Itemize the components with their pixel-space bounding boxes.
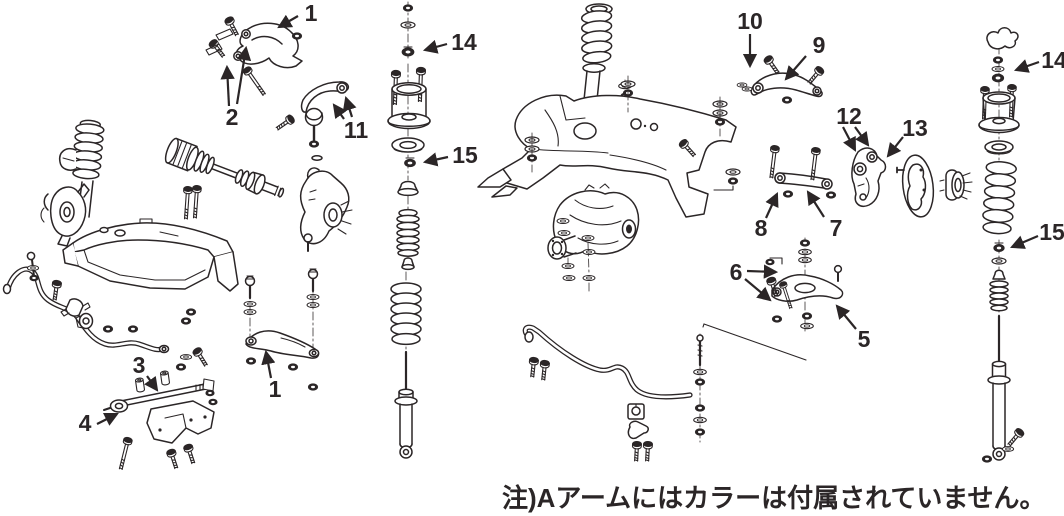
callout-2-bolts: 2 [220, 45, 252, 130]
rear-strut-spring [580, 3, 632, 105]
svg-text:12: 12 [836, 103, 862, 129]
svg-text:15: 15 [452, 142, 478, 168]
rear-hub [939, 169, 973, 201]
svg-text:15: 15 [1039, 219, 1064, 245]
footnote-text: 注)Aアームにはカラーは付属されていません。 [502, 483, 1046, 513]
callout-1-front-upper-arm: 1 [277, 0, 318, 29]
svg-text:1: 1 [269, 376, 282, 402]
callout-1-front-lower-arm: 1 [261, 349, 282, 402]
front-stabilizer-bar [2, 251, 197, 354]
callout-9-camber-arm: 9 [784, 32, 826, 81]
front-knuckle-hub [299, 167, 353, 252]
rear-stabilizer-bar [522, 323, 707, 462]
rear-backing-plate [896, 154, 935, 218]
gravel-shield-plate [115, 400, 215, 471]
svg-text:14: 14 [451, 29, 477, 55]
callout-5-rear-lower-arm: 5 [835, 304, 871, 352]
callout-3-radius-rod: 3 [133, 352, 159, 392]
svg-text:5: 5 [858, 326, 871, 352]
svg-text:13: 13 [902, 115, 928, 141]
front-knuckle-left [40, 183, 90, 247]
svg-text:10: 10 [737, 8, 763, 34]
svg-text:1: 1 [305, 0, 318, 26]
rear-subframe [477, 75, 741, 218]
svg-text:7: 7 [830, 215, 843, 241]
callout-12-rear-knuckle: 12 [836, 103, 870, 152]
callout-14-rear: 14 [1013, 47, 1064, 73]
svg-text:8: 8 [755, 215, 768, 241]
front-upper-link [273, 81, 350, 161]
radius-rod [103, 345, 218, 413]
front-upper-control-arm [205, 22, 303, 69]
svg-text:9: 9 [813, 32, 826, 58]
front-shock-parts-column [387, 1, 431, 459]
cv-axle-shaft [164, 137, 285, 198]
svg-text:11: 11 [344, 117, 369, 143]
subframe-bolts [180, 184, 203, 220]
front-strut-assembly [58, 119, 105, 218]
callout-14-front: 14 [422, 29, 477, 55]
svg-text:2: 2 [226, 104, 239, 130]
callout-7-toe-arm: 7 [806, 190, 843, 241]
svg-text:6: 6 [730, 259, 743, 285]
svg-text:3: 3 [133, 352, 146, 378]
front-lower-arm [243, 268, 320, 391]
callout-11-upper-link: 11 [332, 95, 369, 143]
callout-15-front: 15 [422, 142, 478, 168]
callout-8-toe-arm-inner: 8 [755, 192, 779, 241]
svg-text:4: 4 [79, 410, 92, 436]
callout-15-rear: 15 [1010, 219, 1064, 249]
rear-knuckle [851, 147, 887, 207]
rear-toe-arm [766, 144, 837, 199]
callout-13-backing-plate: 13 [886, 115, 928, 158]
callouts: 1 2 11 14 15 3 4 1 [79, 0, 1064, 436]
callout-6-lower-arm-bolts: 6 [730, 259, 779, 302]
callout-4-bushing: 4 [79, 410, 119, 436]
front-subframe [62, 218, 239, 292]
svg-text:14: 14 [1041, 47, 1064, 73]
rear-differential [547, 183, 640, 293]
callout-10-camber-arm-bushing: 10 [737, 8, 763, 69]
rear-lower-arm [703, 237, 844, 361]
rear-shock-parts-column [978, 27, 1026, 463]
